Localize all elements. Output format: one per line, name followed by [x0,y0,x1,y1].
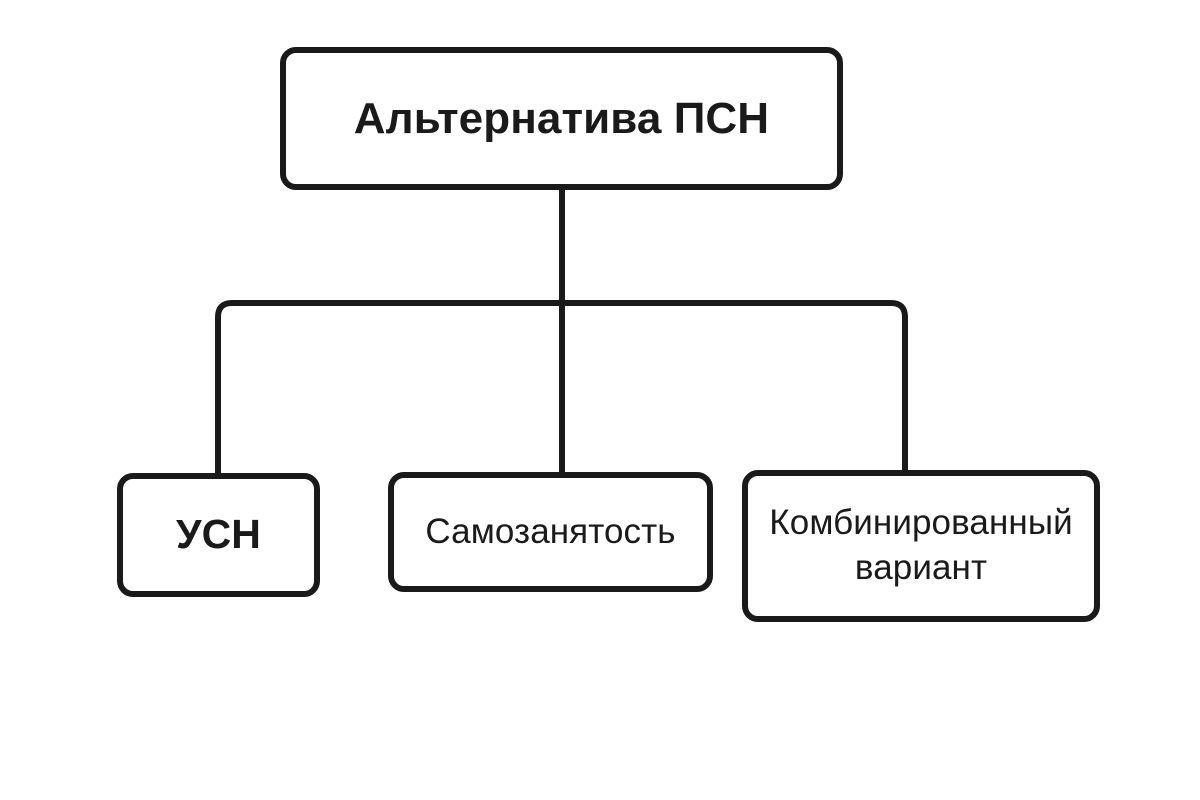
node-root-label: Альтернатива ПСН [353,93,770,143]
node-self-employment-label: Самозанятость [425,512,676,552]
node-combined-label: Комбинированный вариант [769,503,1073,587]
node-usn-label: УСН [175,511,262,558]
connector-root-to-combined [562,300,908,470]
node-combined[interactable]: Комбинированный вариант [742,470,1100,622]
node-root[interactable]: Альтернатива ПСН [280,47,843,190]
connector-root-to-usn [215,300,562,473]
node-usn[interactable]: УСН [117,473,320,597]
node-self-employment[interactable]: Самозанятость [388,472,713,592]
